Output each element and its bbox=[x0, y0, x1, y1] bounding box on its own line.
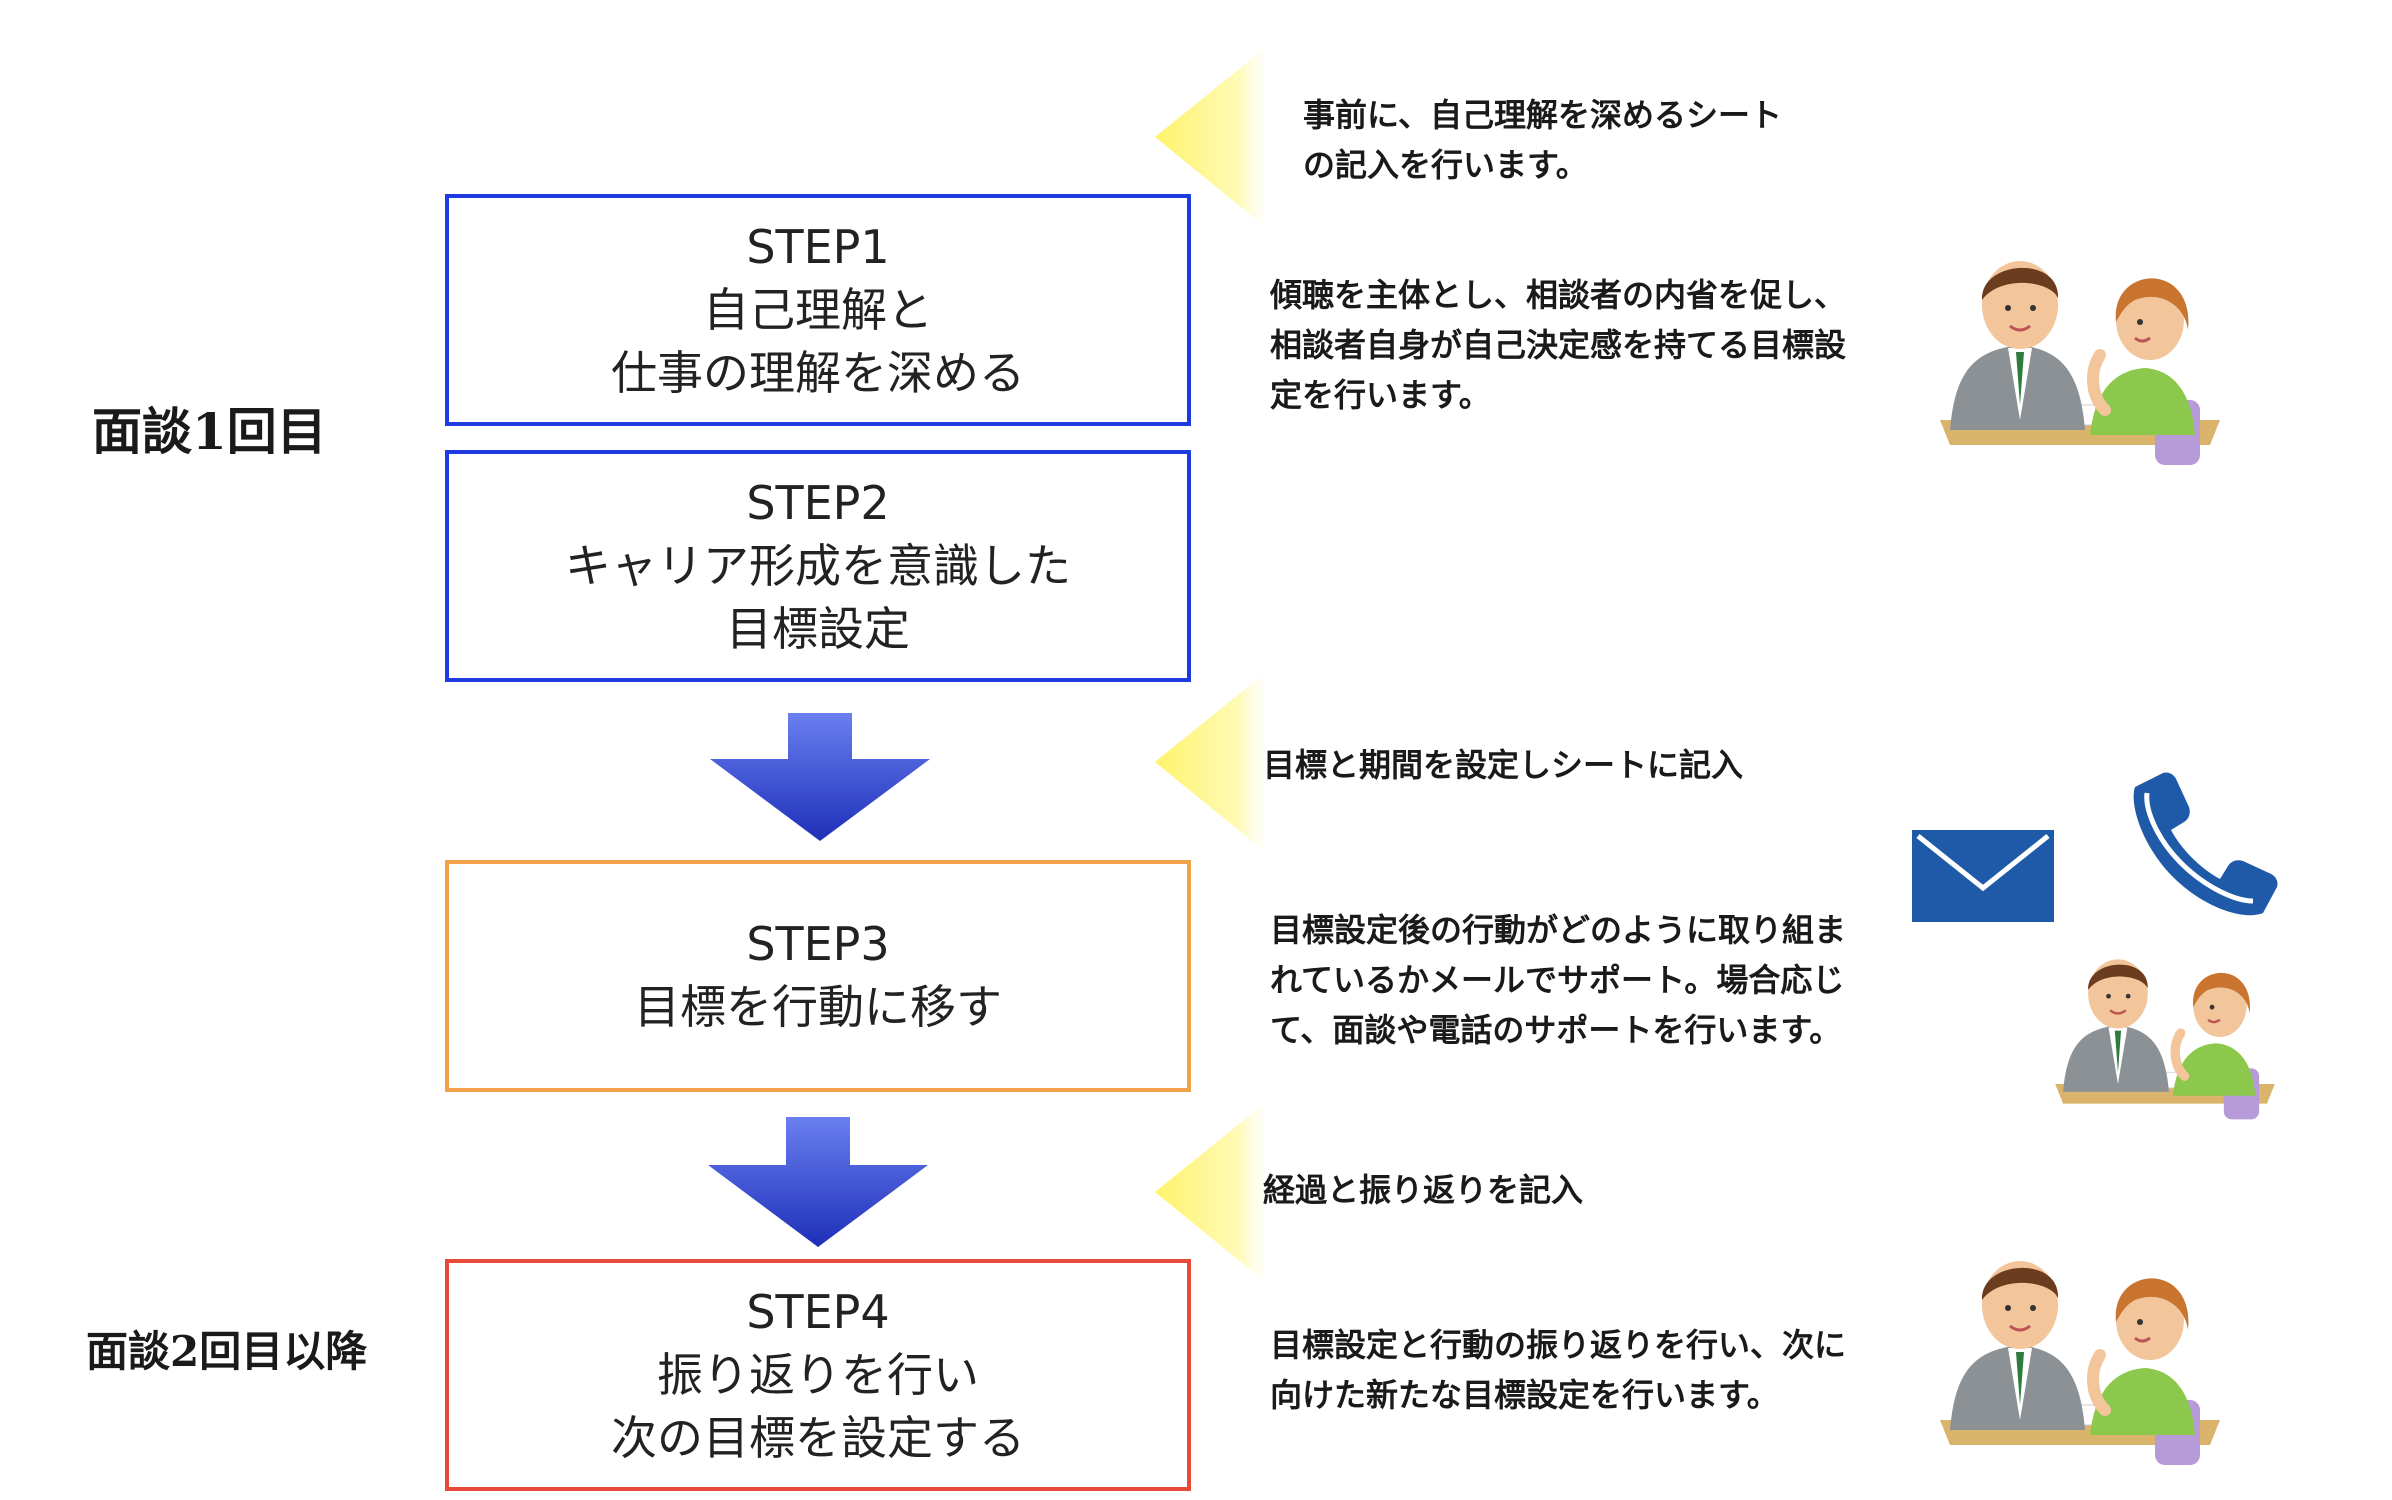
yellow-pointer-icon bbox=[1155, 40, 1275, 235]
step4-line2: 次の目標を設定する bbox=[611, 1410, 1025, 1465]
yellow-pointer-icon bbox=[1155, 665, 1275, 860]
step1-title: STEP1 bbox=[746, 219, 890, 274]
description-step3-line3: て、面談や電話のサポートを行います。 bbox=[1270, 1011, 1842, 1049]
note-step4: 経過と振り返りを記入 bbox=[1263, 1165, 1583, 1215]
step2-line2: 目標設定 bbox=[726, 601, 910, 656]
session-label-later: 面談2回目以降 bbox=[86, 1327, 368, 1376]
description-step4-line1: 目標設定と行動の振り返りを行い、次に bbox=[1270, 1326, 1847, 1364]
description-step3: 目標設定後の行動がどのように取り組ま れているかメールでサポート。場合応じ て、… bbox=[1270, 905, 1846, 1055]
step2-box: STEP2 キャリア形成を意識した 目標設定 bbox=[445, 450, 1191, 682]
step4-line1: 振り返りを行い bbox=[657, 1347, 979, 1402]
note-step3-line1: 目標と期間を設定しシートに記入 bbox=[1263, 746, 1744, 784]
step1-line2: 仕事の理解を深める bbox=[611, 345, 1025, 400]
step1-line1: 自己理解と bbox=[703, 282, 933, 337]
consultation-illustration bbox=[2055, 959, 2275, 1120]
step3-box: STEP3 目標を行動に移す bbox=[445, 860, 1191, 1092]
description-session1-line2: 相談者自身が自己決定感を持てる目標設 bbox=[1270, 326, 1847, 364]
step3-line1: 目標を行動に移す bbox=[634, 980, 1002, 1034]
step1-box: STEP1 自己理解と 仕事の理解を深める bbox=[445, 194, 1191, 426]
step4-box: STEP4 振り返りを行い 次の目標を設定する bbox=[445, 1259, 1191, 1491]
description-session1: 傾聴を主体とし、相談者の内省を促し、 相談者自身が自己決定感を持てる目標設 定を… bbox=[1270, 270, 1846, 420]
down-arrow-icon bbox=[710, 713, 930, 841]
consultation-illustration bbox=[1940, 261, 2220, 465]
description-step4: 目標設定と行動の振り返りを行い、次に 向けた新たな目標設定を行います。 bbox=[1270, 1320, 1846, 1420]
envelope-icon bbox=[1912, 830, 2054, 922]
note-step4-line1: 経過と振り返りを記入 bbox=[1263, 1171, 1584, 1209]
description-step3-line2: れているかメールでサポート。場合応じ bbox=[1270, 961, 1845, 999]
consultation-illustration bbox=[1940, 1261, 2220, 1465]
step2-title: STEP2 bbox=[746, 475, 890, 530]
description-session1-line1: 傾聴を主体とし、相談者の内省を促し、 bbox=[1270, 276, 1847, 314]
note-step1-line2: の記入を行います。 bbox=[1303, 146, 1588, 184]
step4-title: STEP4 bbox=[746, 1284, 890, 1339]
note-step3: 目標と期間を設定しシートに記入 bbox=[1263, 740, 1743, 790]
note-step1-line1: 事前に、自己理解を深めるシート bbox=[1303, 96, 1783, 134]
note-step1: 事前に、自己理解を深めるシート の記入を行います。 bbox=[1303, 90, 1782, 190]
description-step4-line2: 向けた新たな目標設定を行います。 bbox=[1270, 1376, 1779, 1414]
down-arrow-icon bbox=[708, 1117, 928, 1247]
step3-title: STEP3 bbox=[746, 917, 890, 971]
step2-line1: キャリア形成を意識した bbox=[565, 538, 1071, 593]
session-label-first: 面談1回目 bbox=[92, 402, 327, 461]
phone-icon bbox=[2133, 772, 2278, 916]
yellow-pointer-icon bbox=[1155, 1095, 1275, 1290]
description-step3-line1: 目標設定後の行動がどのように取り組ま bbox=[1270, 911, 1847, 949]
description-session1-line3: 定を行います。 bbox=[1270, 376, 1491, 414]
